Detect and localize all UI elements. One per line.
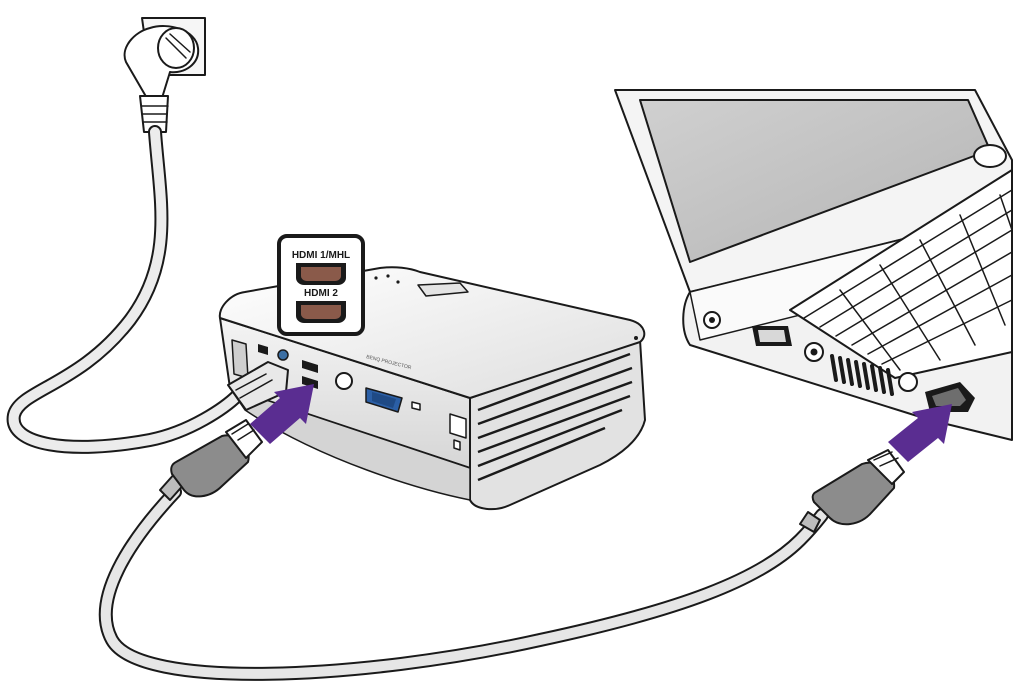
insert-arrow-icon xyxy=(250,384,314,444)
hdmi1-label: HDMI 1/MHL xyxy=(292,250,350,261)
laptop-vent xyxy=(830,354,894,396)
hdmi-cable xyxy=(98,485,829,681)
hdmi2-port-icon xyxy=(296,301,346,323)
projector-vent xyxy=(477,352,633,482)
power-plug-icon xyxy=(123,25,200,133)
vga-port xyxy=(752,326,792,346)
laptop xyxy=(614,89,1013,441)
laptop-keyboard xyxy=(789,169,1013,379)
projector-port-panel xyxy=(231,339,467,451)
insert-arrow-icon xyxy=(888,404,952,462)
hdmi1-port-icon xyxy=(296,263,346,285)
laptop-hdmi-port xyxy=(925,382,975,412)
hdmi-port-callout: HDMI 1/MHL HDMI 2 xyxy=(277,234,365,336)
hdmi2-label: HDMI 2 xyxy=(304,288,338,299)
hdmi-plug-icon xyxy=(159,419,263,501)
power-connector xyxy=(227,361,289,411)
power-cable xyxy=(6,125,245,454)
hdmi-plug-icon xyxy=(799,449,905,533)
projector-vga-port xyxy=(365,387,403,413)
